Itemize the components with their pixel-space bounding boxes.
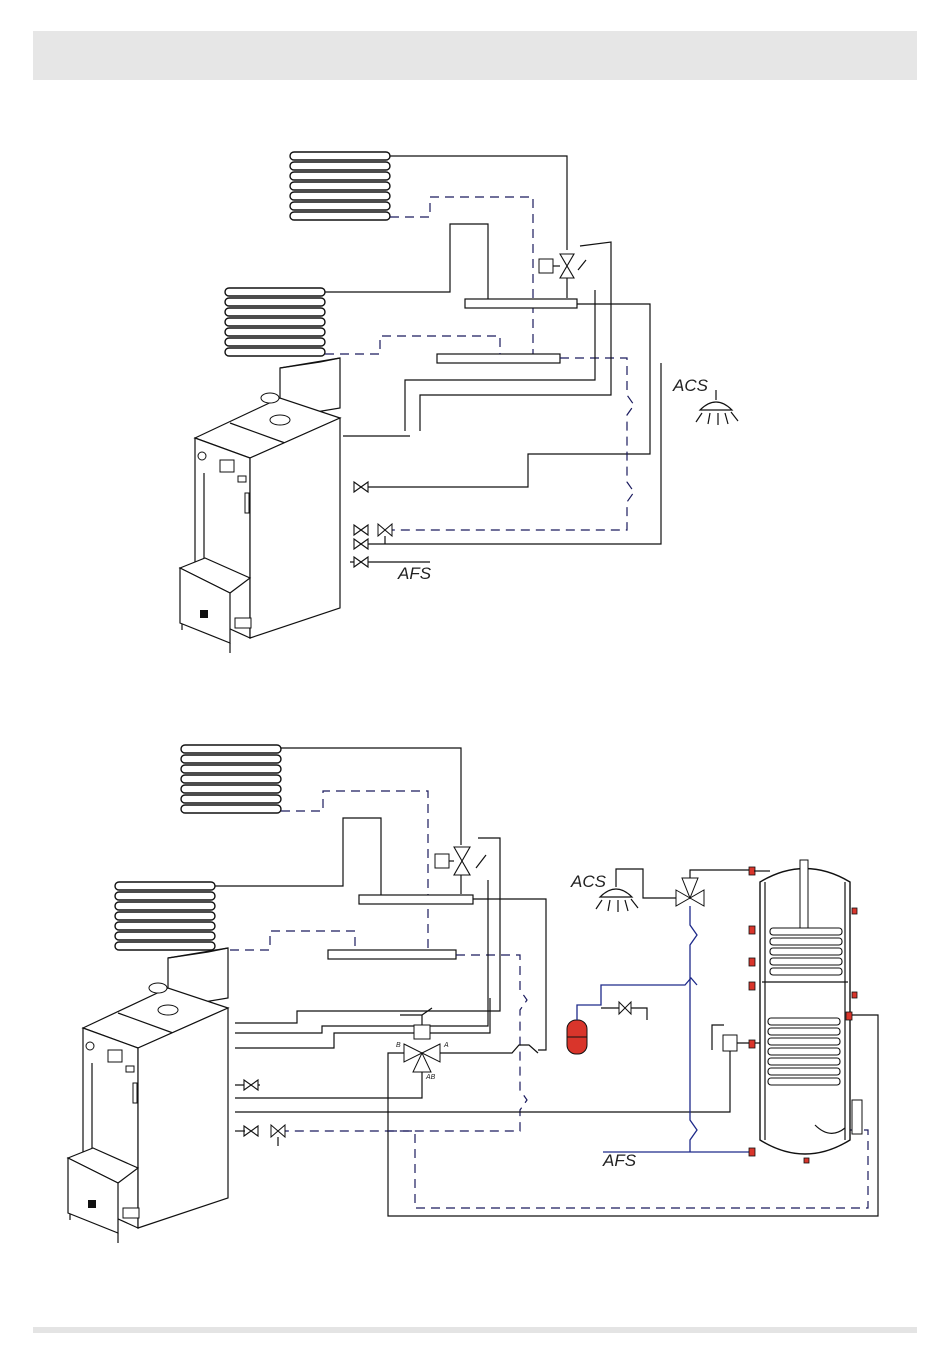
actuator-box-icon bbox=[539, 259, 553, 273]
diverter-actuator-icon bbox=[414, 1025, 430, 1039]
safety-valve-icon bbox=[378, 524, 392, 536]
radiator-upper-icon bbox=[290, 152, 390, 220]
safety-valve-icon bbox=[271, 1125, 285, 1137]
diagram-top: ACS AFS bbox=[180, 152, 738, 653]
tank-sensor-icon bbox=[723, 1035, 737, 1051]
footer-bar bbox=[33, 1327, 917, 1333]
radiator-upper-icon bbox=[181, 745, 281, 813]
three-way-valve-icon bbox=[454, 847, 470, 875]
valve-icon bbox=[354, 525, 368, 535]
radiator-lower-icon bbox=[115, 882, 215, 950]
label-port-a: A bbox=[443, 1042, 449, 1049]
label-afs-bottom: AFS bbox=[602, 1151, 637, 1170]
valve-icon bbox=[244, 1126, 258, 1136]
safety-valve-icon bbox=[619, 1002, 631, 1014]
label-acs-bottom: ACS bbox=[570, 872, 607, 891]
three-way-diverting-valve-icon bbox=[404, 1044, 440, 1072]
actuator-box-icon bbox=[435, 854, 449, 868]
boiler-top-icon bbox=[180, 358, 340, 653]
manifold-flow bbox=[359, 895, 473, 904]
boiler-bottom-icon bbox=[68, 948, 228, 1243]
manifold-return bbox=[437, 354, 560, 363]
label-acs-top: ACS bbox=[672, 376, 709, 395]
label-port-ab: AB bbox=[425, 1074, 436, 1081]
diagram-bottom: B A AB ACS AFS bbox=[68, 745, 878, 1243]
label-port-b: B bbox=[396, 1042, 401, 1049]
valve-icon bbox=[244, 1080, 258, 1090]
manifold-flow bbox=[465, 299, 577, 308]
valve-icon bbox=[354, 482, 368, 492]
radiator-lower-icon bbox=[225, 288, 325, 356]
manifold-return bbox=[328, 950, 456, 959]
shower-head-icon bbox=[696, 390, 738, 425]
storage-tank-icon bbox=[749, 860, 862, 1163]
label-afs-top: AFS bbox=[397, 564, 432, 583]
three-way-valve-icon bbox=[560, 254, 574, 278]
valve-icon bbox=[354, 539, 368, 549]
valve-icon bbox=[354, 557, 368, 567]
